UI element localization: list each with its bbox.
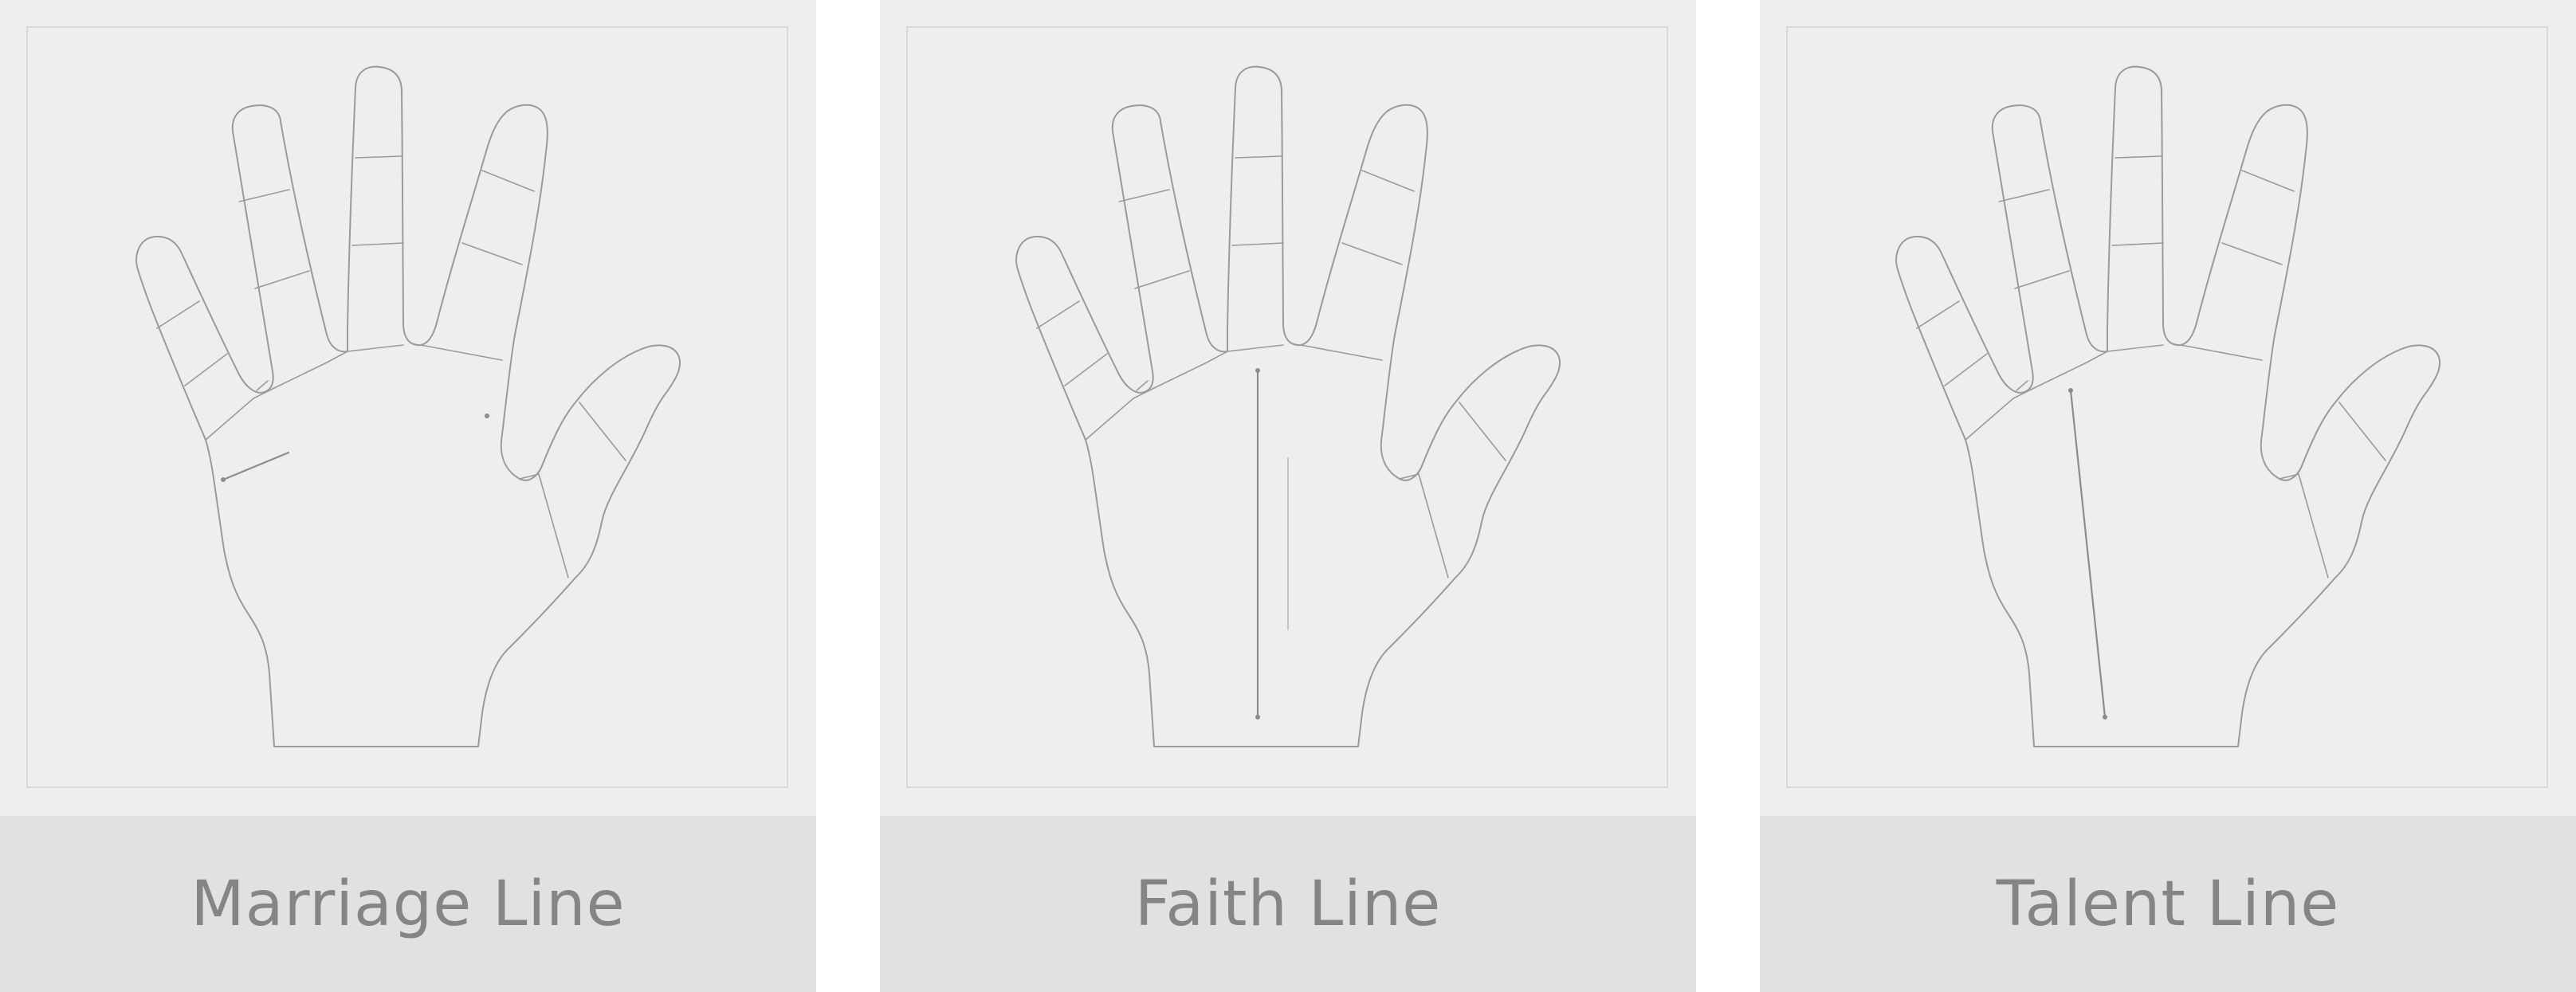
caption-band: Talent Line (1760, 816, 2576, 992)
hand-outline-icon (1015, 65, 1561, 747)
faith-line-marker (1255, 368, 1289, 719)
caption-band: Faith Line (880, 816, 1696, 992)
palm-card-marriage-line: Marriage Line (0, 0, 816, 992)
marriage-line-marker (221, 414, 489, 482)
hand-outline-icon (1895, 65, 2441, 747)
palm-card-faith-line: Faith Line (880, 0, 1696, 992)
image-frame (1786, 26, 2548, 788)
talent-line-marker (2068, 388, 2107, 719)
caption-band: Marriage Line (0, 816, 816, 992)
caption-talent-line: Talent Line (1996, 868, 2340, 940)
caption-faith-line: Faith Line (1134, 868, 1442, 940)
image-frame (26, 26, 788, 788)
image-frame (906, 26, 1668, 788)
palm-card-talent-line: Talent Line (1760, 0, 2576, 992)
caption-marriage-line: Marriage Line (190, 868, 626, 940)
hand-outline-icon (135, 65, 681, 747)
